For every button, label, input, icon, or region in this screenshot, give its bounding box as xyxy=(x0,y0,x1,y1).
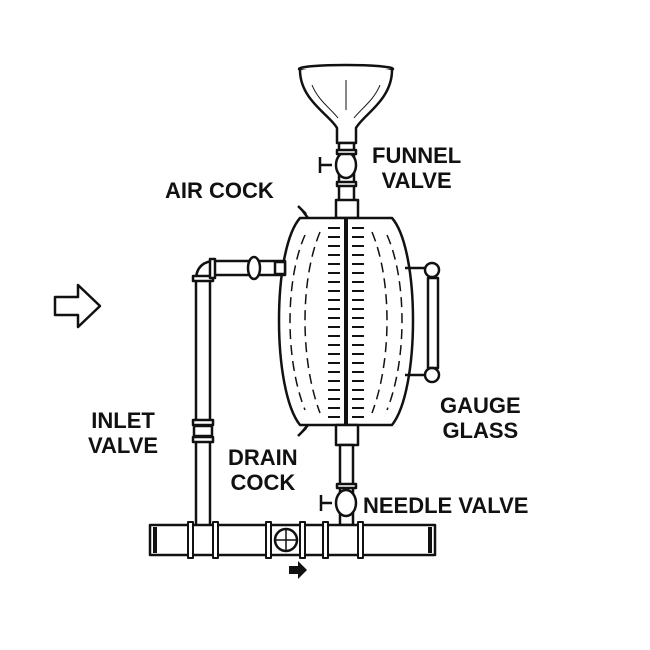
label-line: VALVE xyxy=(88,433,159,458)
label-funnel-valve: FUNNEL VALVE xyxy=(372,143,461,193)
inflow-arrow-icon xyxy=(53,283,102,329)
inlet-valve xyxy=(191,418,215,444)
label-line: FUNNEL xyxy=(372,143,462,168)
flow-meter xyxy=(273,527,299,553)
drain-cock xyxy=(297,424,309,437)
top-fitting xyxy=(334,198,360,220)
label-line: COCK xyxy=(230,470,296,495)
label-gauge-glass: GAUGE GLASS xyxy=(440,393,521,443)
needle-valve xyxy=(319,443,358,527)
label-line: INLET xyxy=(91,408,155,433)
label-inlet-valve: INLET VALVE xyxy=(88,408,158,458)
label-line: GAUGE xyxy=(440,393,521,418)
bottom-fitting xyxy=(334,423,360,447)
inlet-pipe xyxy=(191,255,287,528)
funnel xyxy=(297,63,395,145)
main-pipe xyxy=(148,521,437,559)
tank xyxy=(277,216,415,427)
air-cock xyxy=(297,205,309,219)
flow-direction-arrow-icon xyxy=(289,561,307,579)
label-line: DRAIN xyxy=(228,445,298,470)
label-line: VALVE xyxy=(381,168,452,193)
label-needle-valve: NEEDLE VALVE xyxy=(363,493,529,518)
label-air-cock: AIR COCK xyxy=(165,178,274,203)
label-line: GLASS xyxy=(442,418,519,443)
label-drain-cock: DRAIN COCK xyxy=(228,445,298,495)
gauge-glass xyxy=(405,261,441,384)
funnel-valve xyxy=(318,141,358,205)
